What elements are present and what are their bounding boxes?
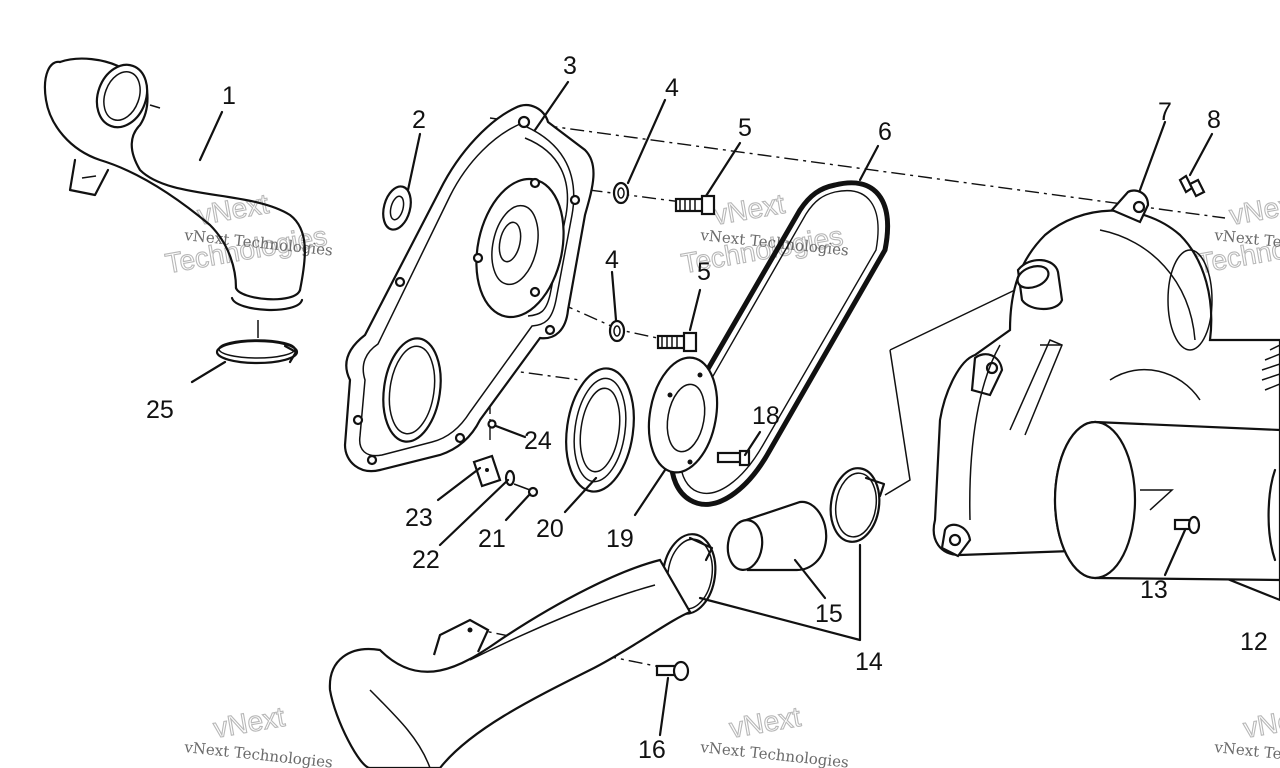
part-6-drive-belt xyxy=(668,180,891,507)
part-lower-exhaust-duct xyxy=(328,558,692,768)
callout-4-lower: 4 xyxy=(605,246,619,274)
part-18-screw xyxy=(716,449,751,467)
callout-21: 21 xyxy=(478,525,506,553)
callout-15: 15 xyxy=(815,600,843,628)
callout-7: 7 xyxy=(1158,98,1172,126)
callout-labels: 1 2 3 4 4 5 5 6 7 8 12 13 14 15 16 18 19… xyxy=(146,52,1268,764)
part-8-decal xyxy=(1178,174,1206,198)
watermark-big: vNext xyxy=(711,188,787,231)
part-7-outer-cover xyxy=(932,189,1280,602)
watermark-text: vNext Technologies xyxy=(1213,738,1280,768)
watermark-big: vNext xyxy=(727,701,803,744)
callout-16: 16 xyxy=(638,736,666,764)
part-3-inner-cover xyxy=(343,104,595,473)
part-4-washer-lower xyxy=(608,319,626,343)
part-25-hose-clamp xyxy=(215,320,299,365)
watermark-text: vNext Technologies xyxy=(183,738,334,768)
callout-2: 2 xyxy=(412,106,426,134)
part-4-washer-upper xyxy=(612,181,630,205)
part-15-coupler xyxy=(726,500,828,572)
part-14-clamp-right xyxy=(829,467,886,543)
callout-13: 13 xyxy=(1140,576,1168,604)
callout-12: 12 xyxy=(1240,628,1268,656)
part-20-seal-ring xyxy=(565,367,635,493)
part-24-rivet xyxy=(487,419,497,429)
callout-20: 20 xyxy=(536,515,564,543)
callout-19: 19 xyxy=(606,525,634,553)
part-21-screw xyxy=(513,483,539,498)
callout-8: 8 xyxy=(1207,106,1221,134)
callout-6: 6 xyxy=(878,118,892,146)
part-13-screw xyxy=(1173,515,1201,535)
part-19-seal-plate xyxy=(647,356,719,474)
callout-23: 23 xyxy=(405,504,433,532)
callout-18: 18 xyxy=(752,402,780,430)
part-22-washer xyxy=(504,469,516,487)
part-5-bolt-lower xyxy=(656,331,698,353)
part-1-intake-duct xyxy=(43,57,306,311)
leader-lines xyxy=(190,80,1214,737)
watermark-big: vNext xyxy=(1241,701,1280,744)
callout-3: 3 xyxy=(563,52,577,80)
callout-25: 25 xyxy=(146,396,174,424)
callout-24: 24 xyxy=(524,427,552,455)
callout-1: 1 xyxy=(222,82,236,110)
part-23-bracket xyxy=(472,454,502,488)
callout-14: 14 xyxy=(855,648,883,676)
callout-5-lower: 5 xyxy=(697,258,711,286)
watermark-text: vNext Technologies xyxy=(699,738,850,768)
part-5-bolt-upper xyxy=(674,194,716,216)
part-16-bolt xyxy=(655,660,690,682)
callout-22: 22 xyxy=(412,546,440,574)
watermark-big: vNext xyxy=(1227,188,1280,231)
callout-4-upper: 4 xyxy=(665,74,679,102)
part-2-washer xyxy=(382,185,412,231)
callout-5-upper: 5 xyxy=(738,114,752,142)
watermark-big: vNext xyxy=(211,701,287,744)
